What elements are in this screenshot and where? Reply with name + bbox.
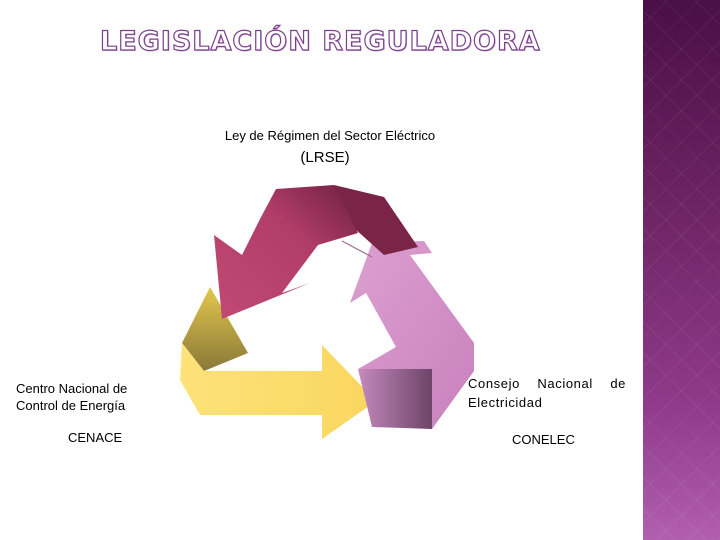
arrow-right-fold	[358, 369, 432, 429]
conelec-abbreviation: CONELEC	[512, 432, 575, 447]
regulatory-cycle-diagram	[180, 185, 474, 439]
cenace-name-line1: Centro Nacional de	[16, 381, 128, 396]
arrow-bottom	[180, 343, 376, 439]
conelec-name-line2: Electricidad	[468, 395, 543, 410]
slide-title: LEGISLACIÓN REGULADORA	[99, 25, 541, 57]
cenace-name-line2: Control de Energía	[16, 398, 126, 413]
arrow-top-connector	[341, 240, 373, 258]
decorative-side-panel	[643, 0, 720, 540]
cenace-abbreviation: CENACE	[68, 430, 123, 445]
cenace-full-name: Centro Nacional de Control de Energía	[16, 380, 176, 414]
arrow-top	[214, 185, 358, 319]
law-abbreviation: (LRSE)	[300, 149, 350, 166]
conelec-name-line1: Consejo Nacional de	[468, 376, 626, 391]
law-name: Ley de Régimen del Sector Eléctrico	[224, 128, 436, 143]
arrow-top-fold	[334, 185, 418, 255]
arrow-bottom-fold	[182, 287, 248, 371]
side-panel-edge	[640, 0, 643, 540]
conelec-full-name: Consejo Nacional de Electricidad	[468, 374, 626, 412]
arrow-right	[350, 241, 474, 429]
